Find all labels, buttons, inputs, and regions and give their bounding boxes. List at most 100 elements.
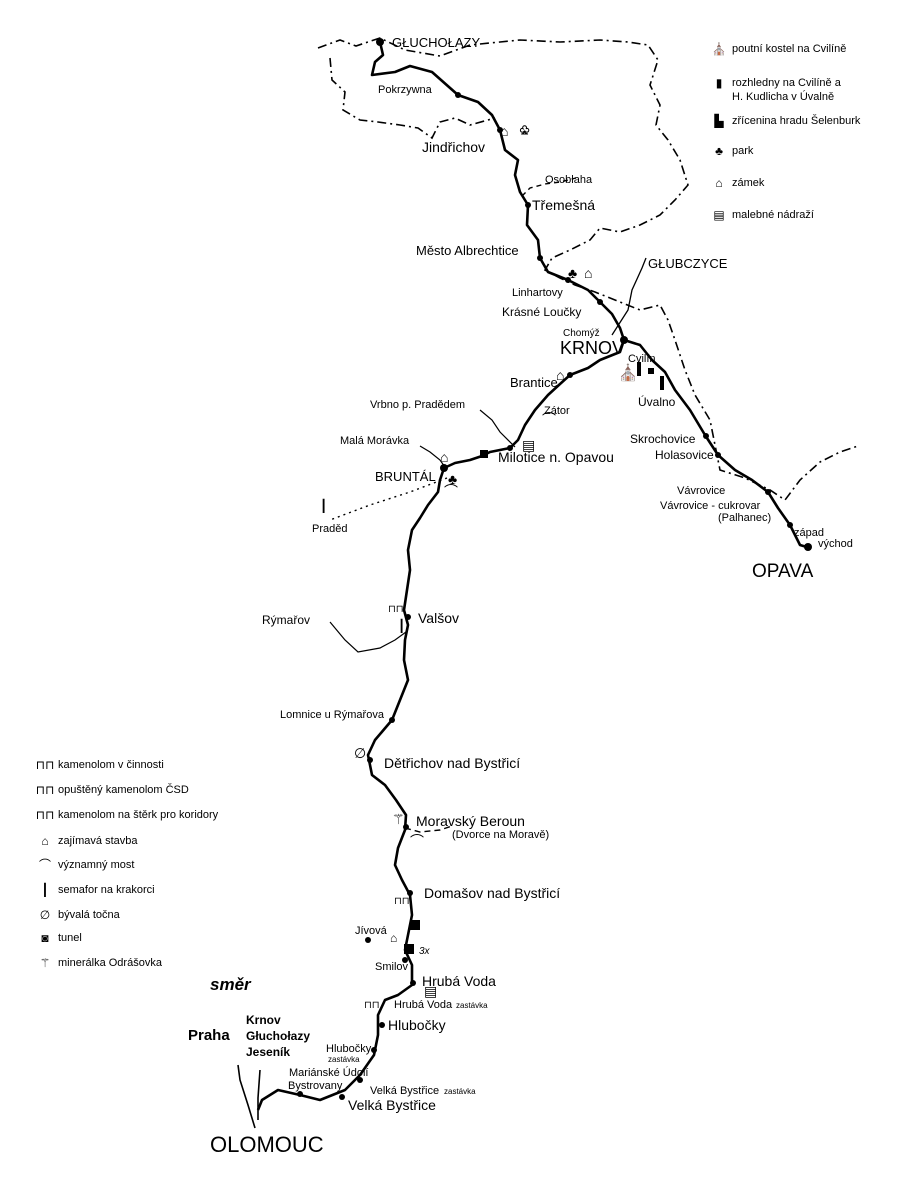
station-icon: ▤: [713, 208, 725, 222]
abandoned-quarry-icon: ⊓⊓: [35, 783, 55, 797]
legend-item-park-icon: ♣ park: [706, 144, 753, 158]
pilgrimage-church-icon: ⛪: [711, 42, 727, 56]
chateau-icon: ⌂: [584, 265, 592, 281]
place-label-hruba: Hrubá Voda: [422, 973, 496, 989]
legend-item-abandoned-quarry-icon: ⊓⊓opuštěný kamenolom ČSD: [32, 783, 189, 797]
place-label-lomnice: Lomnice u Rýmařova: [280, 709, 385, 721]
bridge-icon: ⌒: [444, 483, 458, 499]
legend-label: H. Kudlicha v Úvalně: [732, 91, 835, 103]
interesting-building-icon: ⌂: [390, 931, 397, 945]
legend-item-interesting-building-icon: ⌂zajímavá stavba: [32, 834, 137, 848]
legend-label: semafor na krakorci: [58, 884, 155, 896]
place-label-jindrichov: Jindřichov: [422, 139, 485, 155]
place-label-glubczyce: GŁUBCZYCE: [648, 256, 728, 271]
place-label-dvorce: (Dvorce na Moravě): [452, 829, 549, 841]
place-label-linhartovy: Linhartovy: [512, 287, 563, 299]
place-label-vavrovice: Vávrovice: [677, 485, 725, 497]
place-labels: GŁUCHOŁAZYPokrzywnaJindřichovOsoblahaTře…: [188, 35, 853, 1157]
dvorce-branch: [404, 825, 453, 833]
place-label-hlubocky-z: Hlubočky: [326, 1043, 372, 1055]
active-quarry-icon: ⊓⊓: [35, 758, 55, 772]
osoblaha-branch: [521, 177, 577, 197]
vrbno-branch: [479, 409, 516, 448]
semaphore-icon: ┃: [41, 883, 49, 897]
place-label-tremesna: Třemešná: [532, 197, 595, 213]
place-label-marianske: Mariánské Údolí: [289, 1066, 368, 1079]
place-label-domasov: Domašov nad Bystřicí: [424, 885, 560, 901]
chateau-icon: ⌂: [440, 449, 448, 465]
rymarov-branch: [329, 621, 407, 653]
park-icon: ♣: [448, 471, 457, 487]
bridge-icon: ⌒: [410, 833, 424, 849]
place-label-opava: OPAVA: [752, 561, 814, 582]
legend-label: tunel: [58, 932, 82, 944]
park-icon: ♣: [715, 144, 723, 158]
tunnel-icon: [480, 450, 488, 458]
place-label-detrichov: Dětřichov nad Bystřicí: [384, 755, 520, 771]
legend-top: ⛪poutní kostel na Cvilíně▮rozhledny na C…: [706, 42, 896, 232]
tunnel-icon: [410, 920, 420, 930]
legend-item-castle-ruin-icon: ▙zřícenina hradu Šelenburk: [706, 114, 860, 128]
map-symbols: ⌂ ♣ ♣ ⌂ ⛪ ⌂ ⌒ ▤ ⌂ ♣ ⌒ ⊓⊓ ┃ ∅ ⚚ ⌒ ⊓⊓ ⌂ ▤ …: [320, 121, 664, 1011]
semaphore-icon: ┃: [320, 498, 327, 513]
place-label-hruba-z-s: zastávka: [456, 1001, 488, 1010]
legend-label: opuštěný kamenolom ČSD: [58, 784, 189, 796]
legend-item-semaphore-icon: ┃ semafor na krakorci: [32, 883, 155, 897]
place-label-praha: Praha: [188, 1027, 230, 1044]
station-icon: ▤: [522, 437, 535, 453]
place-label-pokrzywna: Pokrzywna: [378, 84, 433, 96]
abandoned-quarry-icon: ⊓⊓: [394, 896, 410, 907]
legend-item-bridge-icon: ⌒ významný most: [32, 858, 134, 872]
lookout-tower-icon: [660, 376, 664, 390]
place-label-gluch: GŁUCHOŁAZY: [392, 35, 480, 50]
legend-label: park: [732, 145, 754, 157]
lookout-tower-icon: ▮: [715, 76, 723, 90]
place-label-zapad: západ: [794, 527, 824, 539]
place-label-praded: Praděd: [312, 523, 347, 535]
place-label-rymarov: Rýmařov: [262, 613, 310, 627]
place-label-moravsky: Moravský Beroun: [416, 813, 525, 829]
legend-label: kamenolom na štěrk pro koridory: [58, 809, 219, 821]
place-label-holasovice: Holasovice: [655, 448, 714, 462]
place-label-krasne: Krásné Loučky: [502, 305, 581, 319]
interesting-building-icon: ⌂: [41, 834, 49, 848]
tunnel-icon: [404, 944, 414, 954]
legend-item-gravel-quarry-icon: ⊓⊓kamenolom na štěrk pro koridory: [32, 808, 219, 822]
place-label-vrbno: Vrbno p. Pradědem: [370, 399, 465, 411]
place-label-dir-jesenik: Jeseník: [246, 1045, 290, 1059]
place-label-velka-z-s: zastávka: [444, 1087, 476, 1096]
lookout-tower-icon: [637, 362, 641, 376]
legend-item-turntable-icon: ∅bývalá točna: [32, 908, 120, 922]
tunnel-icon: ◙: [41, 931, 49, 945]
legend-item-mineral-spring-icon: ⚚minerálka Odrášovka: [32, 956, 162, 970]
olomouc-lines: [237, 1064, 261, 1129]
legend-label: významný most: [58, 859, 135, 871]
mineral-spring-icon: ⚚: [392, 811, 405, 827]
place-label-vychod: východ: [818, 538, 853, 550]
legend-item-station-icon: ▤ malebné nádraží: [706, 208, 814, 222]
bridge-icon: ⌒: [542, 411, 556, 427]
gravel-quarry-icon: ⊓⊓: [35, 808, 55, 822]
place-label-brantice: Brantice: [510, 375, 558, 390]
place-label-krnov: KRNOV: [560, 338, 624, 358]
place-label-tri-x: 3x: [419, 946, 431, 957]
place-label-smilov: Smilov: [375, 961, 409, 973]
legend-label: zřícenina hradu Šelenburk: [732, 115, 861, 127]
castle-ruin-icon: [648, 368, 654, 374]
place-label-uvalno: Úvalno: [638, 394, 676, 409]
legend-item-active-quarry-icon: ⊓⊓kamenolom v činnosti: [32, 758, 164, 772]
place-label-bruntal: BRUNTÁL: [375, 469, 436, 484]
place-label-palhanec: (Palhanec): [718, 512, 771, 524]
chateau-icon: ⌂: [556, 367, 564, 383]
bridge-icon: ⌒: [38, 858, 51, 872]
legend-label: kamenolom v činnosti: [58, 759, 164, 771]
state-border-west: [329, 57, 496, 140]
place-label-skrochovice: Skrochovice: [630, 432, 696, 446]
place-label-dir-gluch: Głuchołazy: [246, 1029, 310, 1043]
place-label-hruba-z: Hrubá Voda: [394, 999, 453, 1011]
place-label-zator: Zátor: [544, 405, 570, 417]
station-dots: [297, 38, 812, 1100]
place-label-hlubocky: Hlubočky: [388, 1017, 446, 1033]
legend-label: malebné nádraží: [732, 209, 814, 221]
place-label-hlubocky-z-s: zastávka: [328, 1055, 360, 1064]
